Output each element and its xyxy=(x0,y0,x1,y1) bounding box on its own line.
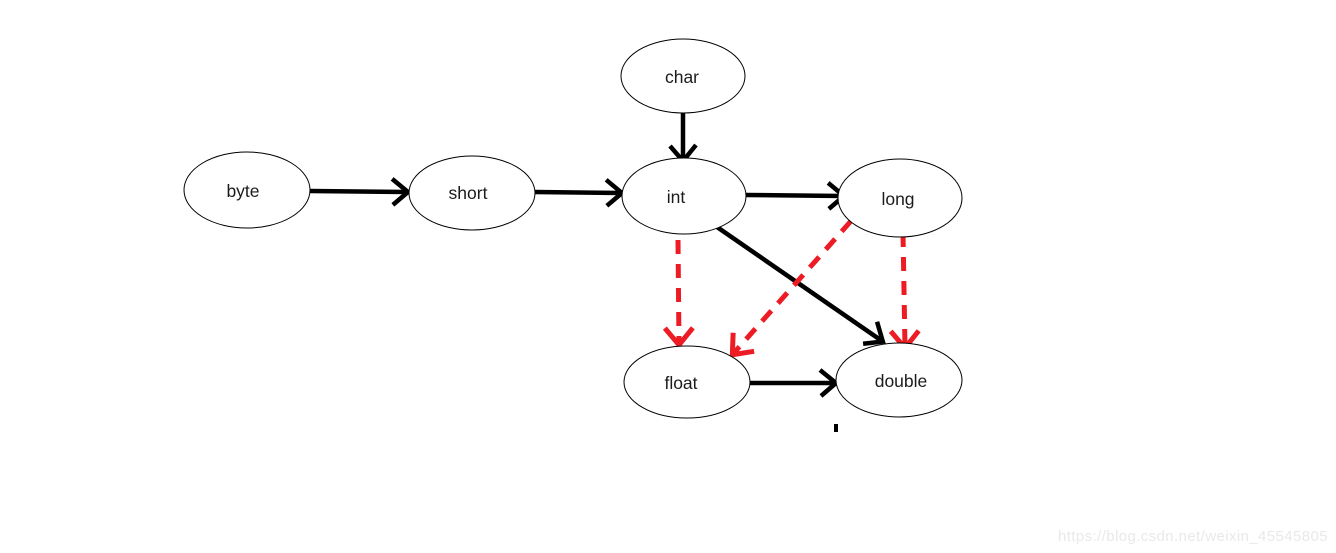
node-short-label: short xyxy=(449,183,488,203)
node-short: short xyxy=(408,155,536,231)
node-float-label: float xyxy=(664,373,697,393)
node-char: char xyxy=(620,38,746,114)
edge-long-float xyxy=(729,219,853,358)
node-byte: byte xyxy=(183,151,311,229)
node-int-label: int xyxy=(667,187,686,207)
node-float: float xyxy=(623,345,751,419)
node-long-ellipse xyxy=(837,158,963,238)
node-int-ellipse xyxy=(621,157,747,235)
node-short-ellipse xyxy=(408,155,536,231)
node-char-label: char xyxy=(665,67,699,87)
node-float-ellipse xyxy=(623,345,751,419)
node-byte-label: byte xyxy=(226,181,259,201)
stray-pen-mark xyxy=(834,424,838,432)
edge-byte-short xyxy=(309,177,412,207)
edge-short-int xyxy=(534,178,626,208)
node-int: int xyxy=(621,157,747,235)
node-double-ellipse xyxy=(835,342,963,418)
node-double: double xyxy=(835,342,963,418)
edge-int-double xyxy=(715,225,886,346)
node-double-label: double xyxy=(875,371,928,391)
node-long: long xyxy=(837,158,963,238)
watermark: https://blog.csdn.net/weixin_45545805 xyxy=(1058,528,1328,545)
edge-int-long xyxy=(745,181,848,211)
node-byte-ellipse xyxy=(183,151,311,229)
node-char-ellipse xyxy=(620,38,746,114)
edge-int-float xyxy=(662,239,695,349)
node-long-label: long xyxy=(881,189,914,209)
edge-long-double xyxy=(888,232,921,352)
